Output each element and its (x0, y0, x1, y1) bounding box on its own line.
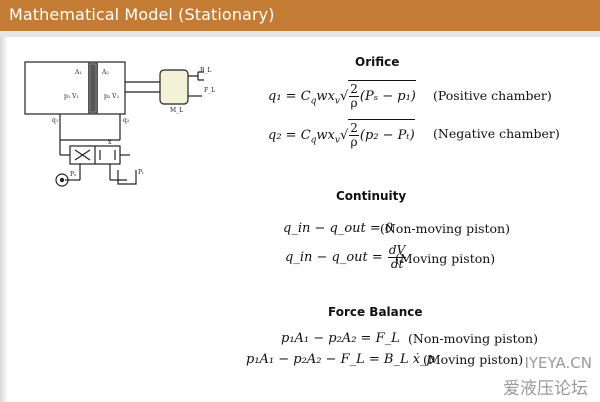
frac-num: 2 (349, 82, 359, 97)
frac-den: ρ (350, 135, 358, 149)
continuity-eq2-lhs: q_in − q_out = (285, 250, 383, 265)
slide-title: Mathematical Model (Stationary) (9, 5, 275, 24)
force-eq2: p₁A₁ − p₂A₂ − F_L = B_L ẋ_p (246, 352, 435, 367)
label-pt: Pₜ (138, 169, 144, 176)
force-eq1-desc: (Non-moving piston) (408, 331, 538, 346)
label-p1v1: p₁ V₁ (64, 93, 79, 100)
label-x: x (108, 139, 112, 146)
force-eq1-text: p₁A₁ − p₂A₂ = F_L (281, 331, 400, 346)
continuity-eq1-text: q_in − q_out = 0 (283, 221, 394, 236)
eq2-mid: wx (316, 128, 335, 143)
header-divider (0, 31, 600, 37)
force-eq2-text: p₁A₁ − p₂A₂ − F_L = B_L ẋ_p (246, 352, 435, 367)
watermark-url: IYEYA.CN (524, 354, 592, 372)
sqrt-symbol: √ (339, 88, 349, 104)
watermark-cn: 爱液压论坛 (503, 379, 588, 399)
label-a1: A₁ (74, 69, 82, 76)
eq2-lhs: q₂ = C (268, 128, 311, 143)
pump-symbol (55, 173, 69, 187)
frac-den: ρ (350, 96, 358, 110)
label-q1: q₁ (52, 117, 58, 124)
continuity-eq1-desc: (Non-moving piston) (380, 221, 510, 236)
slide-header: Mathematical Model (Stationary) (0, 0, 600, 32)
label-p2v2: p₂ V₂ (104, 93, 119, 100)
eq1-lhs: q₁ = C (268, 89, 311, 104)
continuity-eq2-desc: (Moving piston) (395, 251, 496, 266)
force-heading: Force Balance (328, 305, 423, 319)
force-eq1: p₁A₁ − p₂A₂ = F_L (281, 331, 400, 346)
orifice-heading: Orifice (355, 55, 400, 69)
label-fl: F_L (204, 87, 215, 94)
orifice-eq1-desc: (Positive chamber) (433, 88, 552, 103)
label-q2: q₂ (123, 117, 130, 124)
eq1-rest: (Pₛ − p₁) (359, 89, 416, 104)
label-ml: M_L (170, 107, 183, 114)
label-a2: A₂ (101, 69, 109, 76)
sqrt-symbol: √ (339, 127, 349, 143)
hydraulic-diagram: A₁ A₂ p₁ V₁ p₂ V₂ q₁ q₂ x Pₛ Pₜ B_L F_L … (24, 61, 215, 187)
continuity-heading: Continuity (336, 189, 407, 203)
load-mass (159, 69, 189, 105)
cylinder-body (24, 61, 126, 115)
frac-den: dt (390, 257, 404, 271)
piston (88, 62, 98, 114)
side-shadow (0, 37, 8, 402)
force-eq2-desc: (Moving piston) (423, 352, 524, 367)
frac-num: 2 (349, 121, 359, 136)
frac-num: dV (387, 243, 407, 258)
label-bl: B_L (200, 67, 211, 74)
orifice-eq2-desc: (Negative chamber) (433, 126, 560, 141)
continuity-eq1: q_in − q_out = 0 (283, 221, 393, 236)
label-ps: Pₛ (70, 171, 76, 178)
eq1-mid: wx (316, 89, 335, 104)
eq2-rest: (p₂ − Pₜ) (359, 128, 415, 143)
